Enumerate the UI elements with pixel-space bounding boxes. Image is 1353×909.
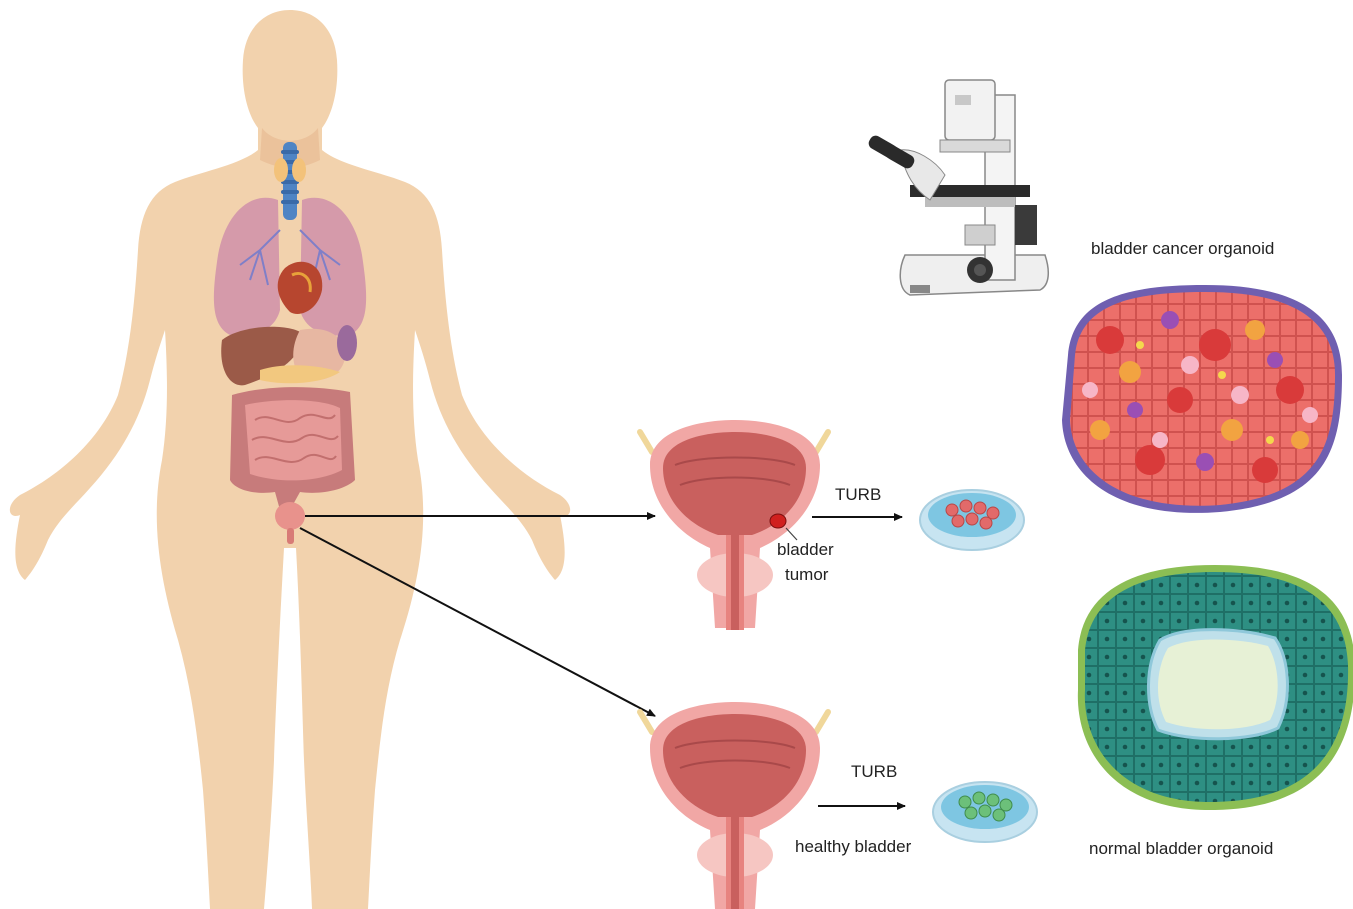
label-turb-bottom: TURB bbox=[851, 762, 897, 781]
petri-dish-cancer-icon bbox=[920, 490, 1024, 550]
label-tumor-line2: tumor bbox=[785, 565, 829, 584]
human-body-icon bbox=[10, 10, 570, 909]
bladder-tumor-icon bbox=[640, 420, 828, 630]
label-healthy-bladder: healthy bladder bbox=[795, 837, 912, 856]
normal-organoid-icon bbox=[1078, 560, 1353, 815]
label-normal-organoid: normal bladder organoid bbox=[1089, 839, 1273, 858]
petri-dish-normal-icon bbox=[933, 782, 1037, 842]
label-tumor-line1: bladder bbox=[777, 540, 834, 559]
bladder-healthy-icon bbox=[640, 702, 828, 909]
label-cancer-organoid: bladder cancer organoid bbox=[1091, 239, 1274, 258]
cancer-organoid-icon bbox=[1060, 280, 1350, 520]
microscope-icon bbox=[867, 80, 1049, 295]
label-turb-top: TURB bbox=[835, 485, 881, 504]
